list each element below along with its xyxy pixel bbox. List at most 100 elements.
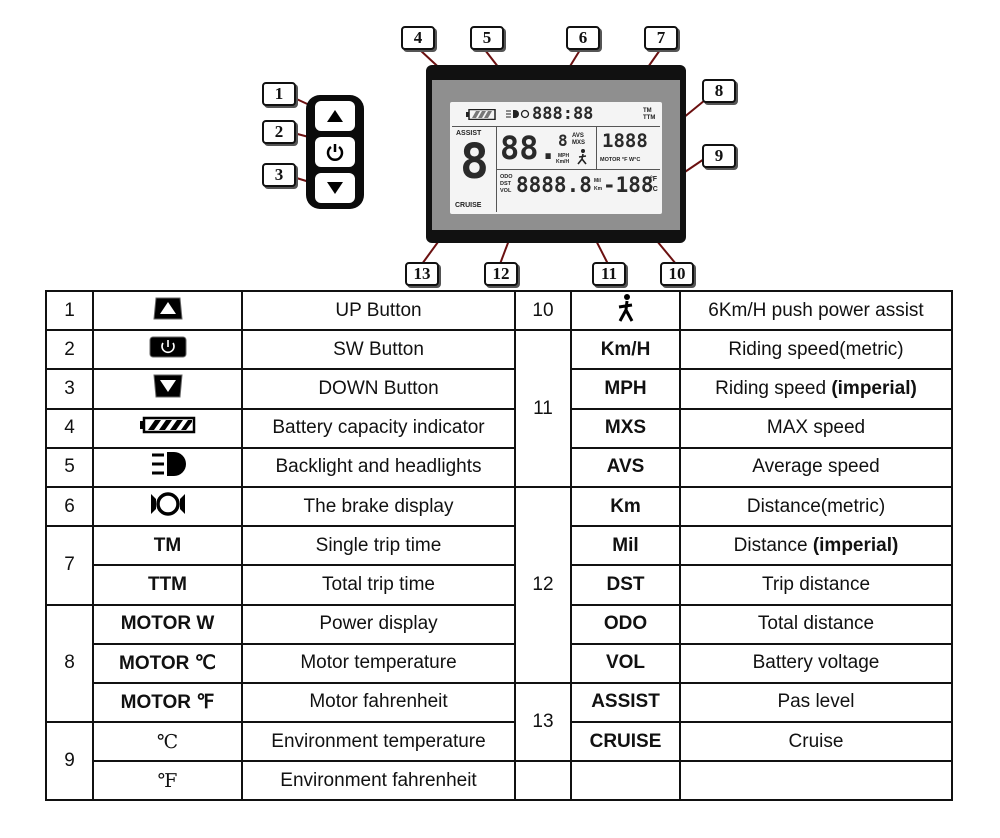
table-row: 7 TM Single trip time Mil Distance (impe…	[45, 525, 953, 606]
item-number: 3	[45, 368, 94, 410]
item-symbol: VOL	[570, 642, 681, 684]
lcd-battery-icon	[466, 109, 496, 120]
table-row: 9 ℃ Environment temperature CRUISE Cruis…	[45, 721, 953, 802]
callout-9: 9	[702, 144, 736, 168]
item-symbol: ODO	[570, 603, 681, 645]
lcd-motor-label: MOTOR °F W°C	[600, 157, 641, 163]
item-description: Battery voltage	[679, 642, 953, 684]
item-number: 10	[514, 289, 572, 332]
item-symbol	[92, 368, 243, 410]
display-diagram: 1 2 3 4 5 6 7 8 9 10 11 12 13	[0, 0, 1000, 290]
item-description: Cruise	[679, 721, 953, 763]
item-description: SW Button	[241, 329, 516, 371]
item-symbol: ASSIST	[570, 681, 681, 724]
down-triangle-button-icon	[152, 374, 183, 398]
item-description: Environment fahrenheit	[241, 760, 516, 802]
callout-4: 4	[401, 26, 435, 50]
power-button[interactable]	[315, 137, 355, 167]
item-symbol: ℃	[92, 721, 243, 763]
callout-1: 1	[262, 82, 296, 106]
lcd-display: 888:88 TM TTM ASSIST 8 CRUISE 88. 8 AVS …	[426, 65, 686, 243]
lcd-odo-label: ODO	[500, 174, 513, 180]
item-symbol: Km	[570, 485, 681, 528]
lcd-speed-digits: 88.	[500, 129, 558, 167]
item-symbol: TM	[92, 525, 243, 567]
lcd-small-digit: 8	[558, 131, 568, 150]
up-triangle-icon	[327, 110, 343, 122]
item-description: The brake display	[241, 485, 516, 528]
lcd-kmh-label: Km/H	[556, 159, 570, 165]
callout-11: 11	[592, 262, 626, 286]
lcd-time-digits: 888:88	[532, 104, 594, 124]
item-symbol: MOTOR ℉	[92, 681, 243, 724]
table-row: 4 Battery capacity indicator MXS MAX spe…	[45, 407, 953, 449]
item-number: 9	[45, 721, 94, 802]
headlight-icon	[151, 452, 186, 477]
lcd-ttm-label: TTM	[643, 115, 656, 121]
callout-3: 3	[262, 163, 296, 187]
lcd-distance-digits: 8888.8	[516, 173, 592, 197]
item-symbol: Mil	[570, 525, 681, 567]
lcd-c-label: °C	[650, 186, 658, 193]
item-symbol: MPH	[570, 368, 681, 410]
item-number: 7	[45, 525, 94, 606]
item-number: 8	[45, 603, 94, 724]
item-description: Distance(metric)	[679, 485, 953, 528]
item-symbol: MOTOR ℃	[92, 642, 243, 684]
table-row: 1 UP Button 10 6Km/H push power assist	[45, 289, 953, 332]
item-description: Environment temperature	[241, 721, 516, 763]
item-symbol: MXS	[570, 407, 681, 449]
down-button[interactable]	[315, 173, 355, 203]
callout-7: 7	[644, 26, 678, 50]
item-description: Average speed	[679, 446, 953, 488]
item-symbol	[570, 289, 681, 332]
item-description: Distance (imperial)	[679, 525, 953, 567]
item-symbol	[92, 407, 243, 449]
item-description: Single trip time	[241, 525, 516, 567]
callout-10: 10	[660, 262, 694, 286]
item-number: 4	[45, 407, 94, 449]
item-number	[514, 760, 572, 802]
item-symbol	[92, 289, 243, 332]
callout-12: 12	[484, 262, 518, 286]
up-triangle-button-icon	[152, 297, 183, 320]
item-description: Total distance	[679, 603, 953, 645]
lcd-mil-label: Mil	[594, 178, 601, 184]
lcd-cruise-label: CRUISE	[455, 202, 482, 209]
display-legend-table: 1 UP Button 10 6Km/H push power assist 2	[45, 289, 953, 802]
lcd-mxs-label: MXS	[572, 140, 586, 146]
callout-2: 2	[262, 120, 296, 144]
battery-icon	[139, 416, 195, 434]
item-description: Motor fahrenheit	[241, 681, 516, 724]
lcd-headlight-icon	[506, 110, 519, 118]
callout-13: 13	[405, 262, 439, 286]
item-symbol: Km/H	[570, 329, 681, 371]
table-row: MOTOR ℃ Motor temperature VOL Battery vo…	[46, 642, 953, 684]
table-row: 2 SW Button 11 Km/H Riding speed(metric)	[45, 329, 953, 488]
item-description: Total trip time	[241, 564, 516, 606]
table-row: 6 The brake display 12 Km Distance(metri…	[45, 485, 953, 684]
lcd-km-label: Km	[594, 186, 603, 192]
item-symbol: AVS	[570, 446, 681, 488]
lcd-walk-assist-icon	[577, 149, 587, 165]
lcd-vol-label: VOL	[500, 188, 512, 194]
table-row: MOTOR ℉ Motor fahrenheit 13 ASSIST Pas l…	[46, 681, 953, 763]
item-number: 12	[514, 485, 572, 684]
item-number: 13	[514, 681, 572, 763]
item-symbol	[92, 446, 243, 488]
item-description: Trip distance	[679, 564, 953, 606]
item-symbol	[570, 760, 681, 802]
up-button[interactable]	[315, 101, 355, 131]
item-symbol	[92, 485, 243, 528]
table-row: 3 DOWN Button MPH Riding speed (imperial…	[45, 368, 953, 410]
lcd-temp-digits: -188	[603, 173, 654, 197]
item-number: 6	[45, 485, 94, 528]
lcd-assist-label: ASSIST	[456, 130, 482, 137]
callout-8: 8	[702, 79, 736, 103]
lcd-dst-label: DST	[500, 181, 511, 187]
lcd-avs-label: AVS	[572, 133, 584, 139]
item-description: DOWN Button	[241, 368, 516, 410]
brake-icon	[150, 491, 185, 516]
item-symbol: ℉	[92, 760, 243, 802]
item-number: 1	[45, 289, 94, 332]
